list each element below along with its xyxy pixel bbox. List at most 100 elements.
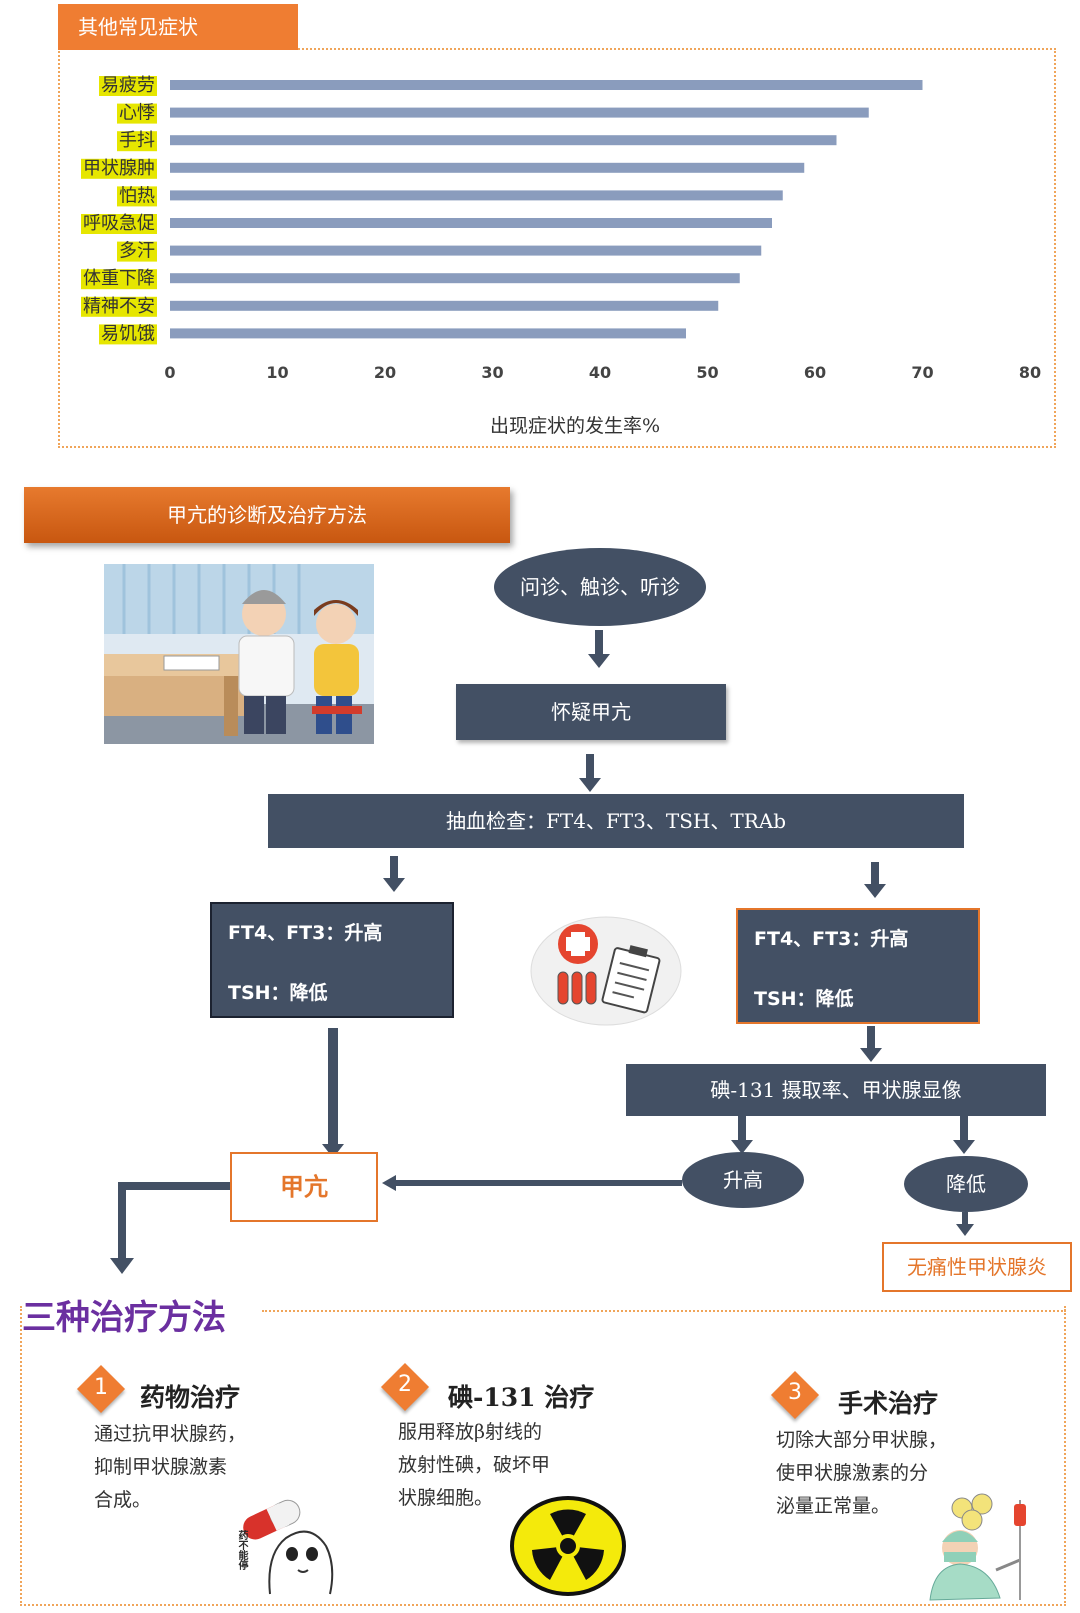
arrow <box>328 1028 338 1146</box>
bar <box>170 273 740 284</box>
arrow-head <box>860 1048 882 1062</box>
arrow <box>871 862 879 886</box>
treatment-line: 抑制甲状腺激素 <box>94 1456 228 1478</box>
arrow-head <box>731 1140 753 1154</box>
diagnosis-section-title: 甲亢的诊断及治疗方法 <box>24 487 510 543</box>
exam-step-node: 问诊、触诊、听诊 <box>494 548 706 626</box>
treatment-line: 放射性碘，破坏甲 <box>398 1454 551 1476</box>
treatment-line: 泌量正常量。 <box>776 1495 891 1517</box>
x-axis-label: 出现症状的发生率% <box>490 415 660 437</box>
arrow-head <box>953 1140 975 1154</box>
category-label: 精神不安 <box>83 296 155 317</box>
arrow <box>962 1212 968 1226</box>
category-label-highlight <box>99 76 157 96</box>
x-tick-label: 10 <box>266 363 288 382</box>
category-label: 多汗 <box>119 241 155 262</box>
number-badge-text: 2 <box>398 1372 412 1397</box>
arrow-head <box>383 878 405 892</box>
bar <box>170 135 837 146</box>
category-label-highlight <box>81 269 157 290</box>
bar <box>170 80 923 90</box>
treatment-line: 状腺细胞。 <box>398 1487 494 1509</box>
category-label: 体重下降 <box>83 268 155 289</box>
hyperthyroid-result-box: 甲亢 <box>230 1152 378 1222</box>
doctor-illustration-icon <box>104 564 374 744</box>
pill-caption: 药不能停 <box>236 1530 247 1570</box>
suspect-hyperthyroid-node: 怀疑甲亢 <box>456 684 726 740</box>
arrow <box>390 856 398 880</box>
arrow-head <box>382 1175 396 1191</box>
category-label-highlight <box>81 214 157 234</box>
category-label-highlight <box>99 324 157 345</box>
radiation-icon <box>510 1496 626 1596</box>
low-result-node: 降低 <box>904 1156 1028 1212</box>
arrow-head <box>864 884 886 898</box>
x-tick-label: 60 <box>804 363 826 382</box>
medical-kit-icon <box>530 916 682 1026</box>
category-label-highlight <box>81 158 157 179</box>
arrow-head <box>579 778 601 792</box>
arrow <box>867 1026 875 1050</box>
right-result-line1: FT4、FT3：升高 <box>754 928 909 950</box>
bar <box>170 245 762 256</box>
bar <box>170 300 719 311</box>
category-label: 易疲劳 <box>101 75 155 96</box>
left-result-box: FT4、FT3：升高 TSH：降低 <box>210 902 454 1018</box>
bar <box>170 107 869 118</box>
x-tick-label: 70 <box>911 363 933 382</box>
suspect-hyperthyroid-label: 怀疑甲亢 <box>551 700 631 724</box>
category-label-highlight <box>81 296 157 317</box>
arrow <box>960 1116 968 1142</box>
right-result-line2: TSH：降低 <box>754 988 854 1010</box>
x-tick-label: 0 <box>164 363 175 382</box>
treatment-description: 通过抗甲状腺药， 抑制甲状腺激素 合成。 <box>94 1418 246 1517</box>
category-label: 心悸 <box>119 103 155 124</box>
pill-character-icon: 药不能停 <box>236 1490 340 1598</box>
category-label: 呼吸急促 <box>83 213 155 234</box>
high-result-label: 升高 <box>723 1168 763 1192</box>
arrow <box>595 630 603 656</box>
treatment-description: 切除大部分甲状腺， 使甲状腺激素的分 泌量正常量。 <box>776 1424 947 1523</box>
painless-thyroiditis-box: 无痛性甲状腺炎 <box>882 1242 1072 1292</box>
blood-test-label: 抽血检查：FT4、FT3、TSH、TRAb <box>445 809 786 833</box>
treatment-line: 使甲状腺激素的分 <box>776 1462 929 1484</box>
x-tick-label: 80 <box>1019 363 1041 382</box>
low-result-label: 降低 <box>946 1172 986 1196</box>
treatment-description: 服用释放β射线的 放射性碘，破坏甲 状腺细胞。 <box>398 1416 550 1515</box>
arrow <box>738 1116 746 1142</box>
x-tick-label: 30 <box>481 363 503 382</box>
category-label-highlight <box>117 186 157 207</box>
arrow-head <box>588 654 610 668</box>
treatment-heading: 药物治疗 <box>140 1383 241 1412</box>
arrow-head <box>956 1224 974 1236</box>
x-tick-label: 20 <box>374 363 396 382</box>
treatment-line: 通过抗甲状腺药， <box>94 1423 247 1445</box>
left-result-line2: TSH：降低 <box>228 982 328 1004</box>
number-badge-text: 1 <box>94 1375 108 1400</box>
treatment-line: 服用释放β射线的 <box>398 1421 542 1443</box>
category-label: 甲状腺肿 <box>83 158 155 179</box>
bars <box>170 80 923 339</box>
category-label: 易饥饿 <box>101 323 155 344</box>
treatment-line: 合成。 <box>94 1489 152 1511</box>
iodine-uptake-node: 碘-131 摄取率、甲状腺显像 <box>626 1064 1046 1116</box>
category-label-highlight <box>117 241 157 262</box>
surgeon-icon <box>910 1490 1036 1602</box>
arrow <box>118 1182 230 1190</box>
chart-title: 其他常见症状 <box>58 4 298 50</box>
arrow <box>118 1182 126 1260</box>
bar <box>170 218 772 228</box>
painless-thyroiditis-label: 无痛性甲状腺炎 <box>907 1255 1047 1279</box>
category-label: 手抖 <box>119 130 155 151</box>
treatment-line: 切除大部分甲状腺， <box>776 1429 948 1451</box>
iodine-uptake-label: 碘-131 摄取率、甲状腺显像 <box>710 1078 962 1102</box>
treatment-section-title: 三种治疗方法 <box>22 1290 242 1339</box>
bar <box>170 328 686 339</box>
category-label-highlight <box>117 131 157 152</box>
x-tick-label: 40 <box>589 363 611 382</box>
hyperthyroid-result-label: 甲亢 <box>280 1173 328 1201</box>
arrow <box>586 754 594 780</box>
